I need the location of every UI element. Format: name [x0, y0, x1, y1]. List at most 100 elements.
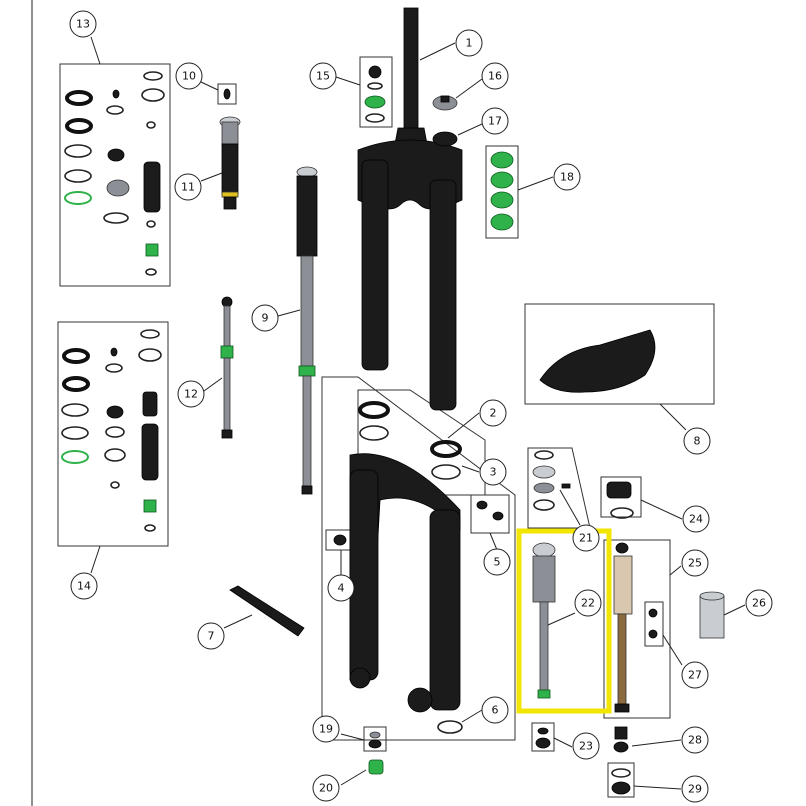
part-15-topcap-stack — [364, 65, 386, 123]
callout-label-10: 10 — [182, 70, 196, 83]
callout-3: 3 — [479, 458, 507, 486]
part-2-lower-legs — [349, 453, 461, 713]
part-16-topcap — [432, 95, 458, 111]
part-28-adjuster — [613, 726, 629, 753]
callout-label-27: 27 — [688, 669, 702, 682]
callout-2: 2 — [479, 399, 507, 427]
group-box-15 — [359, 56, 393, 128]
part-6-washer — [437, 720, 463, 734]
callout-label-26: 26 — [752, 597, 766, 610]
callout-label-20: 20 — [319, 782, 333, 795]
group-box-2 — [321, 376, 516, 741]
callout-label-12: 12 — [184, 388, 198, 401]
group-box-27 — [644, 601, 664, 647]
callout-17: 17 — [481, 107, 509, 135]
callout-18: 18 — [553, 163, 581, 191]
part-26-sleeve — [699, 591, 725, 639]
part-5-bolts — [476, 500, 504, 521]
callout-20: 20 — [312, 774, 340, 802]
part-29-caps — [611, 768, 631, 795]
group-box-29 — [607, 762, 635, 798]
group-box-13 — [59, 63, 171, 287]
callout-21: 21 — [572, 524, 600, 552]
callout-19: 19 — [312, 715, 340, 743]
callout-13: 13 — [69, 10, 97, 38]
callout-label-22: 22 — [581, 597, 595, 610]
callout-label-29: 29 — [688, 783, 702, 796]
callout-14: 14 — [70, 572, 98, 600]
part-9-air-spring-shaft — [296, 166, 318, 495]
group-box-18 — [485, 145, 519, 239]
callout-22: 22 — [574, 589, 602, 617]
callout-label-6: 6 — [492, 704, 499, 717]
callout-label-16: 16 — [488, 70, 502, 83]
callout-15: 15 — [309, 62, 337, 90]
group-box-5 — [470, 494, 510, 534]
group-box-14 — [57, 321, 169, 547]
part-22-damper-assembly — [532, 542, 556, 699]
callout-28: 28 — [681, 726, 709, 754]
callout-24: 24 — [682, 505, 710, 533]
callout-6: 6 — [481, 696, 509, 724]
callout-29: 29 — [681, 775, 709, 803]
callout-23: 23 — [572, 732, 600, 760]
callout-label-4: 4 — [338, 582, 345, 595]
callout-27: 27 — [681, 661, 709, 689]
callout-25: 25 — [681, 549, 709, 577]
part-23-small-parts — [535, 727, 551, 749]
part-12-rebound-rod — [220, 296, 234, 439]
group-box-25 — [603, 539, 671, 719]
callout-label-21: 21 — [579, 532, 593, 545]
callout-label-9: 9 — [262, 312, 269, 325]
group-box-10 — [217, 83, 237, 105]
callout-label-25: 25 — [688, 557, 702, 570]
part-21-piston-parts — [532, 450, 571, 511]
callout-12: 12 — [177, 380, 205, 408]
part-27-clips — [648, 608, 658, 639]
callout-label-3: 3 — [490, 466, 497, 479]
group-box-24 — [600, 476, 642, 518]
leader-lines — [90, 36, 746, 790]
callout-8: 8 — [683, 427, 711, 455]
part-1-crown-steerer — [357, 7, 463, 411]
callout-4: 4 — [327, 574, 355, 602]
callout-label-14: 14 — [77, 580, 91, 593]
callout-label-7: 7 — [208, 630, 215, 643]
callout-label-8: 8 — [694, 435, 701, 448]
part-14-seal-kit — [61, 329, 162, 532]
callout-16: 16 — [481, 62, 509, 90]
part-4-bolt — [333, 534, 347, 546]
callout-26: 26 — [745, 589, 773, 617]
callout-label-19: 19 — [319, 723, 333, 736]
callout-11: 11 — [174, 173, 202, 201]
part-25-shock-cartridge — [613, 542, 633, 713]
callout-label-24: 24 — [689, 513, 703, 526]
part-24-cap-and-ring — [606, 481, 634, 519]
callout-1: 1 — [455, 29, 483, 57]
part-18-green-spacers — [490, 151, 514, 231]
group-box-19 — [363, 726, 387, 752]
part-17-crown-race — [432, 131, 458, 147]
callout-label-18: 18 — [560, 171, 574, 184]
part-8-fender — [539, 329, 656, 393]
callout-label-5: 5 — [494, 556, 501, 569]
callout-label-17: 17 — [488, 115, 502, 128]
callout-10: 10 — [175, 62, 203, 90]
callout-label-28: 28 — [688, 734, 702, 747]
callout-label-1: 1 — [466, 37, 473, 50]
part-7-thru-axle — [229, 585, 305, 637]
callout-label-2: 2 — [490, 407, 497, 420]
highlight-box-part-22 — [516, 528, 612, 714]
part-3-seals — [358, 401, 462, 480]
callout-label-23: 23 — [579, 740, 593, 753]
callout-5: 5 — [483, 548, 511, 576]
callout-label-15: 15 — [316, 70, 330, 83]
part-10-small-nut — [223, 88, 231, 100]
callout-label-13: 13 — [76, 18, 90, 31]
callout-label-11: 11 — [181, 181, 195, 194]
part-11-damper-cartridge — [219, 116, 241, 210]
callout-9: 9 — [251, 304, 279, 332]
group-box-8 — [524, 303, 715, 405]
callout-7: 7 — [197, 622, 225, 650]
